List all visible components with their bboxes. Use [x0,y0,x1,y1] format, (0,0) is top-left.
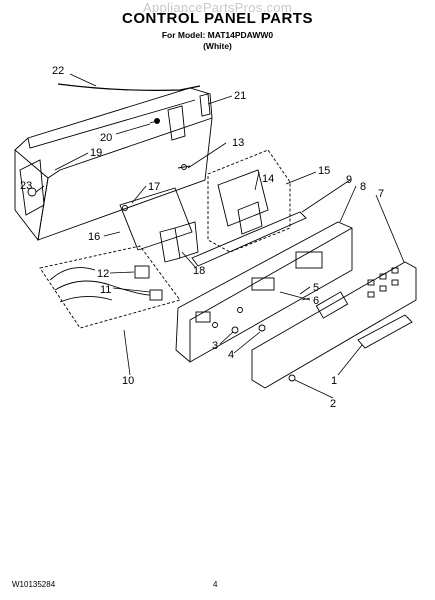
part-22-rod [57,83,201,91]
part-7-overlay [251,261,417,389]
callout-1: 1 [331,375,337,387]
part-10-harness [49,267,151,303]
callout-14: 14 [262,173,274,185]
callout-2: 2 [330,398,336,410]
callout-11: 11 [100,284,111,296]
callout-9: 9 [346,174,352,186]
part-15-dashed-group [207,149,291,253]
part-14-module [217,169,269,227]
callout-3: 3 [212,340,218,352]
callout-6: 6 [313,295,319,307]
part-13-clip [177,165,191,169]
leader-lines [35,73,405,399]
callout-23: 23 [20,180,32,192]
callout-16: 16 [88,231,100,243]
document-number: W10135284 [12,580,56,589]
callout-18: 18 [193,265,205,277]
page-title: CONTROL PANEL PARTS [122,10,313,27]
callout-5: 5 [313,282,319,294]
callout-22: 22 [52,65,64,77]
callout-8: 8 [360,181,366,193]
callout-15: 15 [318,165,330,177]
callout-7: 7 [378,188,384,200]
callout-19: 19 [90,147,102,159]
callout-12: 12 [97,268,109,280]
callout-13: 13 [232,137,244,149]
part-10-harness-group [39,245,181,329]
console-housing [14,87,213,242]
callout-21: 21 [234,90,246,102]
part-18-bracket [159,227,181,263]
callout-10: 10 [122,375,134,387]
model-line: For Model: MAT14PDAWW0 [161,30,274,40]
watermark: AppliancePartsPros.com [143,0,292,15]
part-16-board [119,187,193,251]
callout-17: 17 [148,181,160,193]
callout-4: 4 [228,349,234,361]
callout-20: 20 [100,132,112,144]
color-line: (White) [203,41,232,51]
part-4-screw [258,324,266,332]
part-11-connector [149,289,163,301]
part-12-connector [134,265,150,279]
part-8-panel [175,221,353,363]
part-3-screw [231,326,239,334]
part-2-screw [288,374,296,382]
part-1-window [357,314,413,349]
part-9-bar [191,211,307,267]
part-5-6-screw [279,291,311,301]
callout-labels: 22 21 20 19 23 13 17 14 15 9 8 7 16 18 1… [20,65,384,410]
page-number: 4 [213,580,218,589]
